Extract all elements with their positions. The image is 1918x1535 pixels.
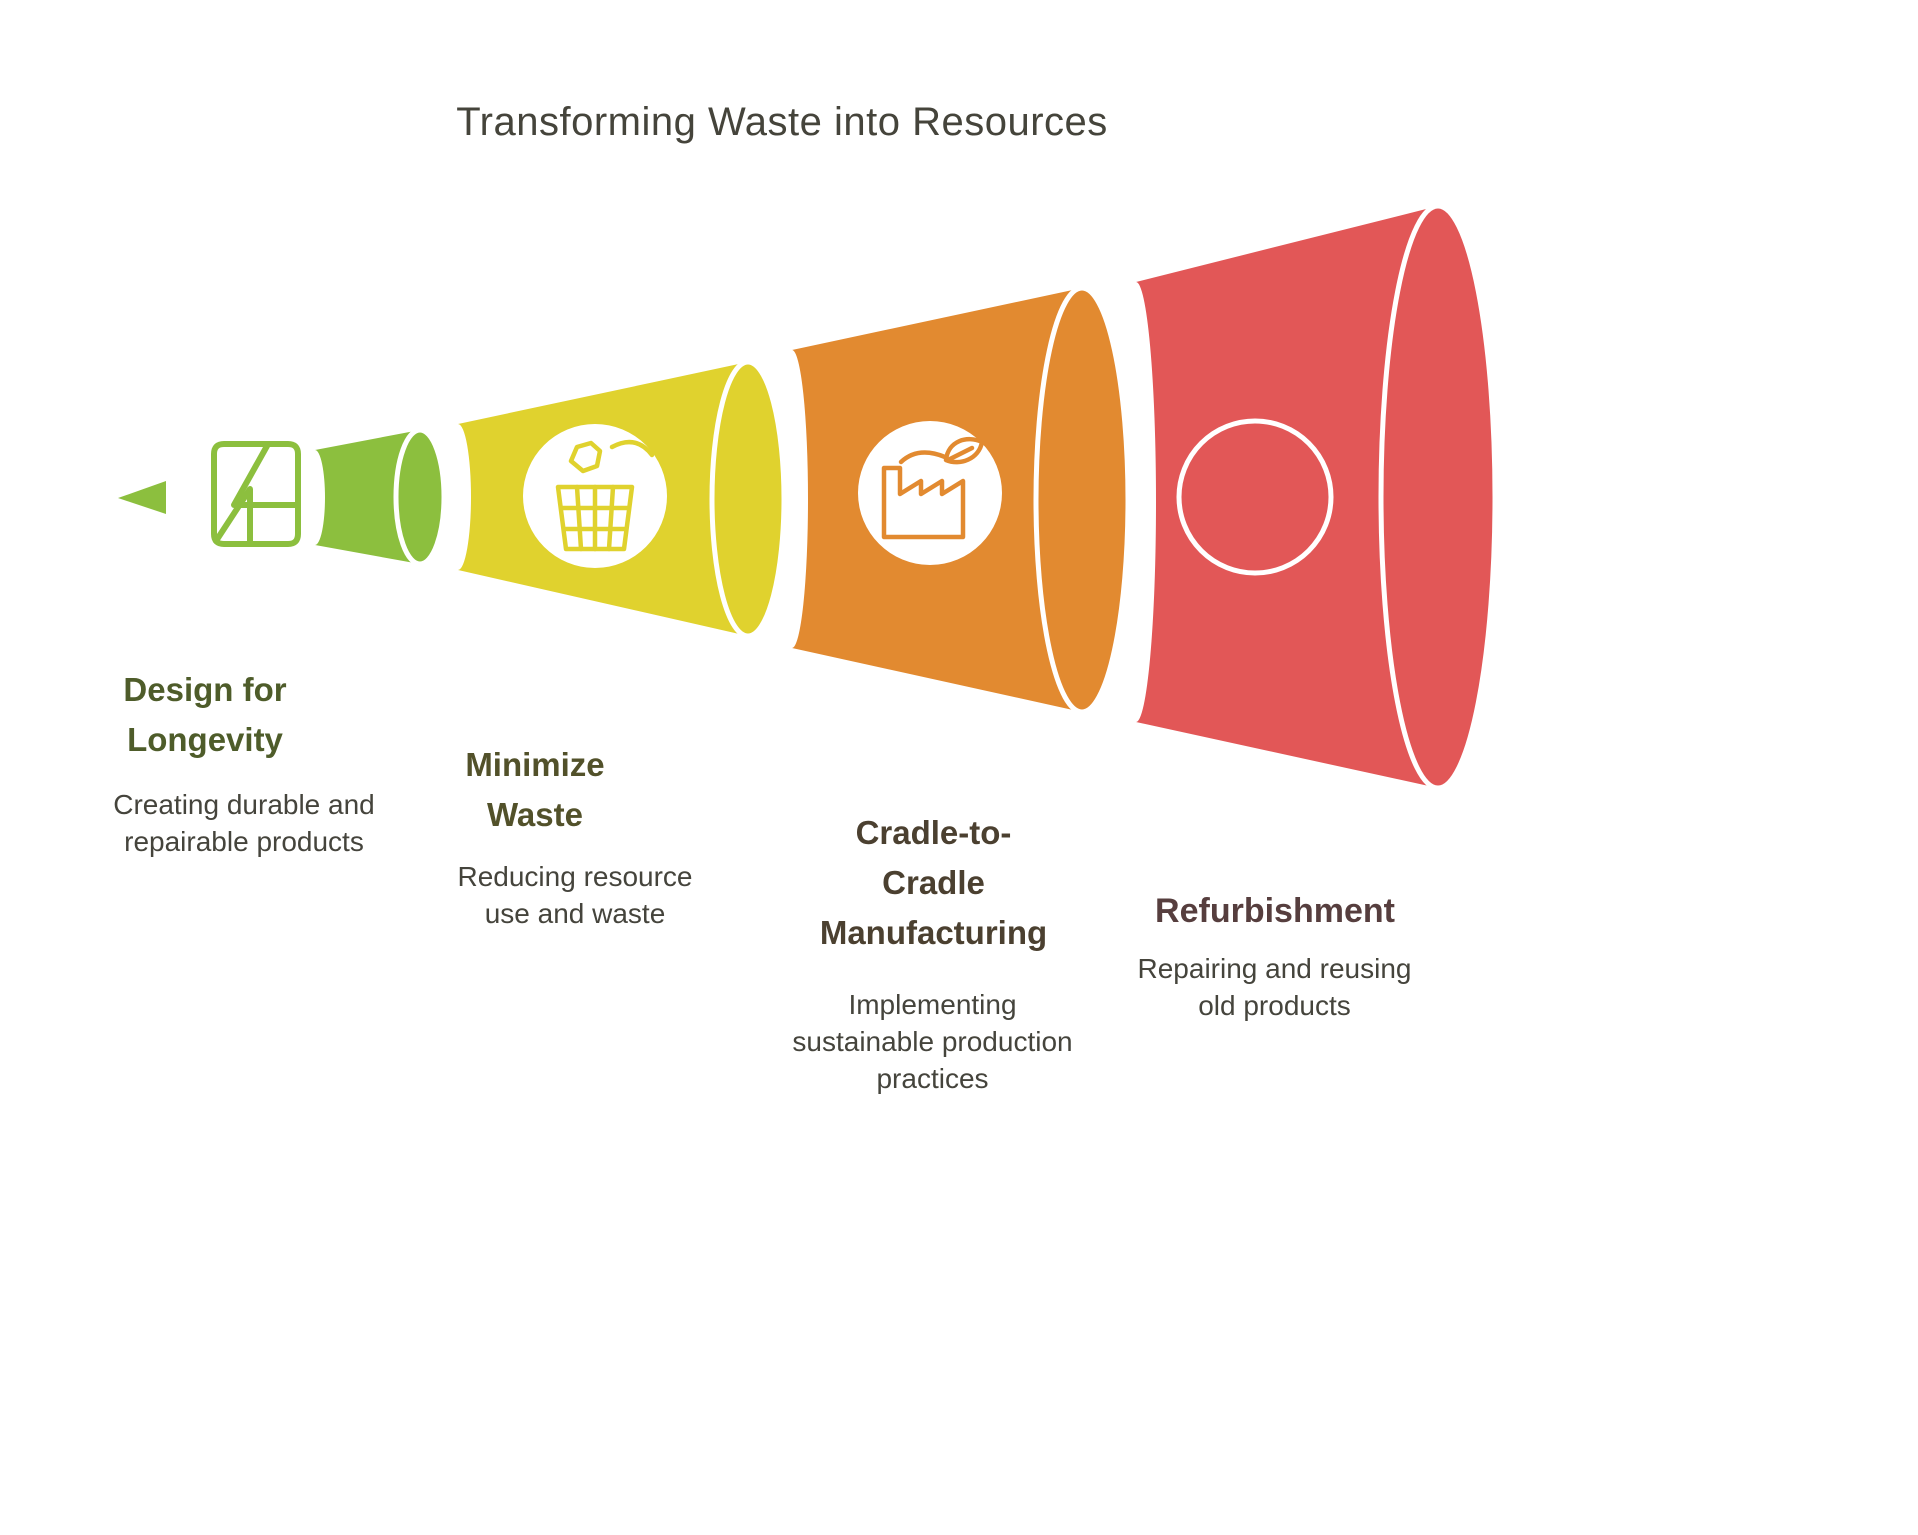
stage-4-description: Repairing and reusing old products [1137, 953, 1412, 1021]
segment-2-cap [709, 359, 787, 639]
segment-3-icon-circle [858, 421, 1002, 565]
segment-4-body [1136, 206, 1438, 788]
trash-bin-icon [555, 439, 655, 552]
funnel-tip [118, 481, 166, 514]
segment-4-cap [1378, 203, 1498, 791]
factory-leaf-icon [881, 436, 985, 540]
diagram-title: Transforming Waste into Resources [456, 100, 1108, 144]
stage-1-description: Creating durable and repairable products [113, 789, 375, 857]
segment-3-cap [1033, 285, 1131, 715]
stage-2-label: Minimize Waste [465, 746, 605, 833]
stage-4-label: Refurbishment [1155, 892, 1395, 930]
stage-3-label: Cradle-to-Cradle Manufacturing [819, 814, 1048, 951]
funnel-segment-cradle-to-cradle [792, 285, 1131, 715]
circle-outline-icon [1176, 418, 1334, 576]
segment-1-body [315, 430, 420, 564]
stage-2-description: Reducing resource use and waste [457, 861, 693, 929]
stage-3-description: Implementing sustainable production prac… [792, 989, 1073, 1094]
funnel-segment-minimize-waste [458, 359, 787, 639]
funnel-segment-design-longevity [315, 427, 447, 567]
design-logo-icon [211, 441, 301, 547]
segment-1-cap [393, 427, 447, 567]
funnel-segment-refurbishment [1136, 203, 1498, 791]
stage-1-label: Design for Longevity [123, 671, 287, 758]
